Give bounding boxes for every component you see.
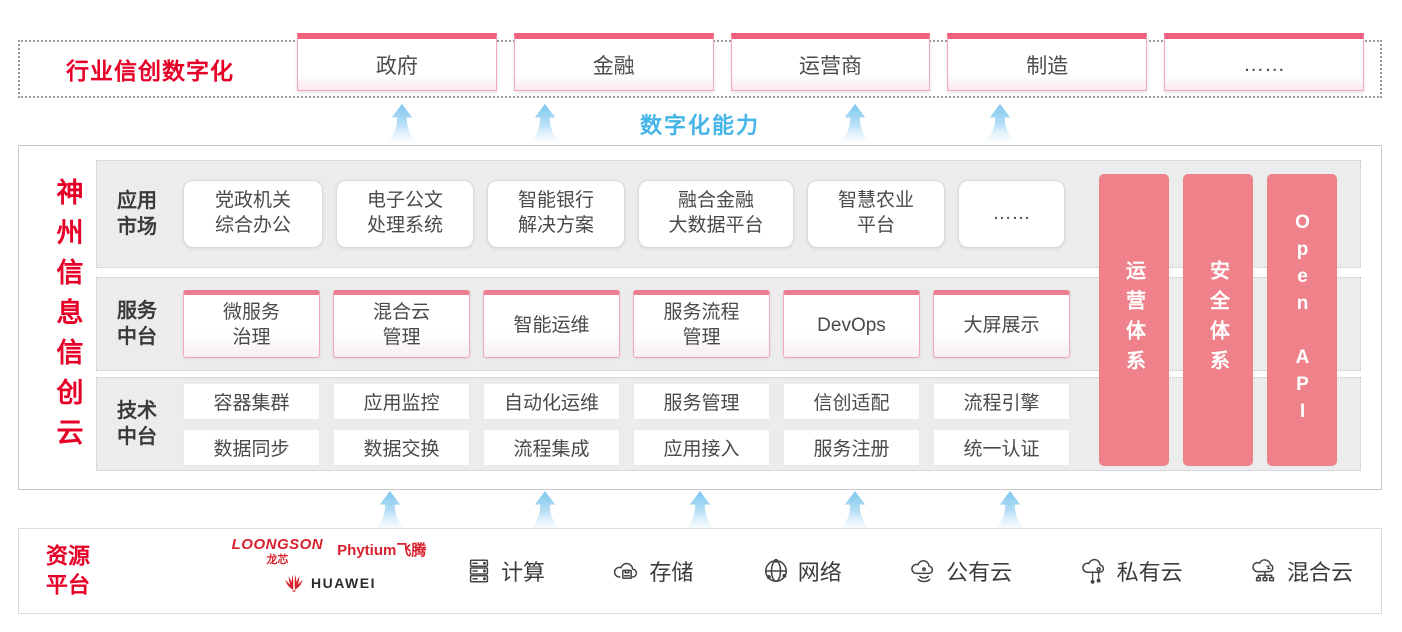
svc-box-service-flow: 服务流程 管理: [633, 290, 770, 358]
resource-list: 计算 存储: [464, 529, 1353, 613]
app-box-more: ……: [958, 180, 1065, 248]
platform-title: 神州信息信创云: [52, 177, 83, 458]
vendor-logos: LOONGSON 龙芯 Phytium飞腾 HUAWEI: [204, 536, 454, 595]
industry-box-finance: 金融: [513, 33, 714, 91]
huawei-logo: HUAWEI: [204, 571, 454, 595]
resource-label: 公有云: [946, 560, 1013, 585]
up-arrow-icon: [840, 103, 870, 143]
svc-box-hybrid-cloud-mgmt: 混合云 管理: [333, 290, 470, 358]
resource-platform-band: 资源 平台 LOONGSON 龙芯 Phytium飞腾 HU: [18, 528, 1382, 614]
app-box-finance-bigdata: 融合金融 大数据平台: [638, 180, 794, 248]
capability-label: 数字化能力: [639, 113, 760, 138]
up-arrow-icon: [840, 491, 870, 529]
capability-arrow-row: 数字化能力: [18, 102, 1382, 142]
tech-box-process-integration: 流程集成: [483, 428, 620, 466]
industry-box-telecom: 运营商: [730, 33, 931, 91]
resource-compute: 计算: [464, 555, 545, 587]
pillar-security-system: 安全体系: [1183, 174, 1253, 466]
tech-platform-boxes: 容器集群 应用监控 自动化运维 服务管理 信创适配 流程引擎 数据同步 数据交换…: [183, 382, 1070, 466]
tech-box-data-exchange: 数据交换: [333, 428, 470, 466]
resource-label: 存储: [649, 560, 694, 585]
service-platform-boxes: 微服务 治理 混合云 管理 智能运维 服务流程 管理 DevOps 大屏展示: [183, 290, 1070, 358]
industry-box-list: 政府 金融 运营商 制造 ……: [297, 33, 1364, 91]
network-globe-icon: [761, 556, 791, 586]
tech-box-xinchuang-adapt: 信创适配: [783, 382, 920, 420]
tech-platform-row: 技术 中台 容器集群 应用监控 自动化运维 服务管理 信创适配 流程引擎 数据同…: [96, 377, 1361, 471]
up-arrow-icon: [995, 491, 1025, 529]
app-box-smart-agriculture: 智慧农业 平台: [807, 180, 945, 248]
industry-box-government: 政府: [297, 33, 497, 91]
tech-box-process-engine: 流程引擎: [933, 382, 1070, 420]
industry-box-manufacturing: 制造: [947, 33, 1148, 91]
tech-box-auto-ops: 自动化运维: [483, 382, 620, 420]
tech-box-app-access: 应用接入: [633, 428, 770, 466]
tech-platform-label: 技术 中台: [117, 400, 157, 448]
resource-label: 计算: [501, 560, 546, 585]
svc-box-smart-ops: 智能运维: [483, 290, 620, 358]
phytium-logo: Phytium飞腾: [337, 542, 427, 559]
svc-box-microservice: 微服务 治理: [183, 290, 320, 358]
app-box-gov-office: 党政机关 综合办公: [183, 180, 323, 248]
service-platform-label: 服务 中台: [117, 300, 157, 348]
loongson-logo: LOONGSON 龙芯: [231, 536, 324, 566]
storage-cloud-icon: [612, 556, 642, 586]
tech-box-container-cluster: 容器集群: [183, 382, 320, 420]
tech-box-service-registry: 服务注册: [783, 428, 920, 466]
resource-arrow-row: [18, 490, 1382, 530]
industry-box-more: ……: [1164, 33, 1364, 91]
resource-storage: 存储: [612, 555, 693, 587]
tech-box-service-mgmt: 服务管理: [633, 382, 770, 420]
up-arrow-icon: [985, 103, 1015, 143]
pillar-open-api: Open API: [1267, 174, 1337, 466]
tech-box-unified-auth: 统一认证: [933, 428, 1070, 466]
up-arrow-icon: [375, 491, 405, 529]
resource-label: 私有云: [1116, 560, 1183, 585]
compute-server-icon: [464, 556, 494, 586]
up-arrow-icon: [685, 491, 715, 529]
resource-private-cloud: 私有云: [1080, 555, 1183, 587]
industry-band-title: 行业信创数字化: [66, 58, 234, 84]
industry-digitalization-band: 行业信创数字化 政府 金融 运营商 制造 ……: [18, 33, 1382, 98]
resource-network: 网络: [761, 555, 842, 587]
app-box-smart-banking: 智能银行 解决方案: [487, 180, 625, 248]
app-market-label: 应用 市场: [117, 190, 157, 238]
hybrid-cloud-icon: [1250, 556, 1280, 586]
tech-box-app-monitoring: 应用监控: [333, 382, 470, 420]
xinchuang-cloud-platform: 神州信息信创云 应用 市场 党政机关 综合办公 电子公文 处理系统 智能银行 解…: [18, 145, 1382, 490]
resource-label: 混合云: [1286, 560, 1353, 585]
tech-box-data-sync: 数据同步: [183, 428, 320, 466]
svc-box-devops: DevOps: [783, 290, 920, 358]
resource-public-cloud: 公有云: [909, 555, 1012, 587]
huawei-flower-icon: [285, 574, 303, 592]
app-market-row: 应用 市场 党政机关 综合办公 电子公文 处理系统 智能银行 解决方案 融合金融…: [96, 160, 1361, 268]
pillar-operations-system: 运营体系: [1099, 174, 1169, 466]
app-box-edoc-system: 电子公文 处理系统: [336, 180, 474, 248]
svc-box-big-screen: 大屏展示: [933, 290, 1070, 358]
app-market-boxes: 党政机关 综合办公 电子公文 处理系统 智能银行 解决方案 融合金融 大数据平台…: [183, 180, 1065, 248]
private-cloud-icon: [1080, 556, 1110, 586]
up-arrow-icon: [530, 491, 560, 529]
resource-hybrid-cloud: 混合云: [1250, 555, 1353, 587]
service-platform-row: 服务 中台 微服务 治理 混合云 管理 智能运维 服务流程 管理 DevOps …: [96, 277, 1361, 371]
public-cloud-icon: [909, 556, 939, 586]
resource-label: 网络: [797, 560, 842, 585]
resource-platform-label: 资源 平台: [46, 543, 91, 597]
